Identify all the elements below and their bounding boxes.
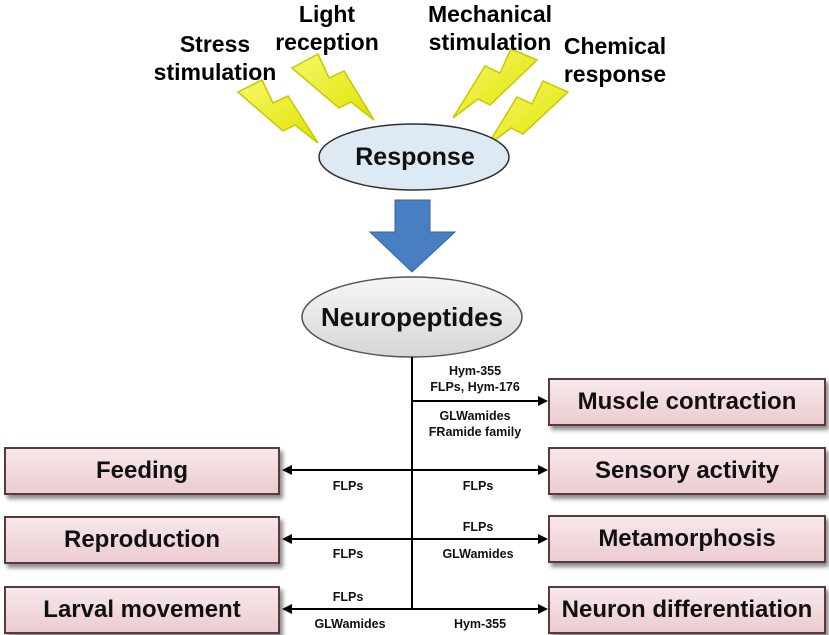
lightning-bolt-mechanical — [452, 48, 539, 119]
stimulus-stress: Stress stimulation — [150, 30, 280, 86]
stimulus-light-line1: Light — [298, 1, 356, 27]
response-label: Response — [355, 142, 475, 171]
peptide-reproduction: FLPs — [332, 547, 364, 561]
outcome-muscle-contraction: Muscle contraction — [548, 378, 826, 426]
lightning-bolt-light — [290, 52, 375, 121]
peptide-metamorphosis-above: FLPs — [462, 520, 494, 534]
stimulus-mechanical: Mechanical stimulation — [420, 0, 560, 56]
peptide-neuron: Hym-355 — [453, 617, 507, 631]
peptide-framide-family: FRamide family — [428, 425, 522, 439]
peptides-muscle-below: GLWamides FRamide family — [418, 408, 532, 440]
stimulus-mechanical-line1: Mechanical — [428, 1, 552, 27]
lightning-bolt-chemical — [486, 80, 570, 147]
outcome-larval-movement: Larval movement — [4, 586, 280, 634]
stimulus-mechanical-line2: stimulation — [428, 29, 552, 55]
outcome-reproduction: Reproduction — [4, 516, 280, 564]
outcome-sensory-activity: Sensory activity — [548, 447, 826, 495]
peptides-muscle-above: Hym-355 FLPs, Hym-176 — [420, 363, 530, 395]
peptide-feeding: FLPs — [332, 479, 364, 493]
peptide-sensory: FLPs — [462, 479, 494, 493]
neuropeptides-label: Neuropeptides — [320, 301, 504, 332]
stimulus-stress-line1: Stress — [179, 31, 251, 57]
peptide-larval-above: FLPs — [332, 590, 364, 604]
stimulus-light: Light reception — [262, 0, 392, 56]
outcome-feeding: Feeding — [4, 447, 280, 495]
outcome-neuron-differentiation: Neuron differentiation — [548, 586, 826, 634]
down-arrow-icon — [368, 199, 457, 273]
stimulus-stress-line2: stimulation — [153, 59, 277, 85]
stimulus-chemical: Chemical response — [550, 32, 680, 88]
stimulus-light-line2: reception — [275, 29, 379, 55]
peptide-hym355-muscle: Hym-355 — [448, 364, 502, 378]
peptide-glwamides-muscle: GLWamides — [439, 409, 511, 423]
stimulus-chemical-line2: response — [563, 61, 667, 87]
peptide-metamorphosis-below: GLWamides — [442, 547, 514, 561]
outcome-metamorphosis: Metamorphosis — [548, 515, 826, 563]
peptide-flps-hym176: FLPs, Hym-176 — [430, 380, 520, 394]
lightning-bolt-stress — [236, 78, 319, 144]
stimulus-chemical-line1: Chemical — [563, 33, 667, 59]
response-ellipse — [318, 123, 510, 191]
peptide-larval-below: GLWamides — [314, 617, 386, 631]
